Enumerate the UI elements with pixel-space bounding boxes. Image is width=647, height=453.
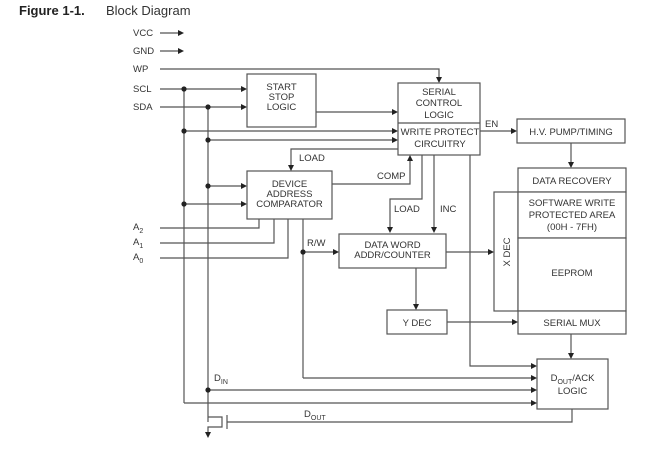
vcc-arrow-icon: [178, 30, 184, 36]
pin-vcc-label: VCC: [133, 28, 153, 39]
arrow-icon: [531, 387, 537, 393]
pin-a1-label: A1: [133, 237, 143, 250]
block-label: LOGIC: [424, 110, 454, 121]
arrow-icon: [392, 128, 398, 134]
inc-signal-label: INC: [440, 204, 457, 215]
block-label: STOP: [269, 92, 295, 103]
pin-scl-label: SCL: [133, 84, 151, 95]
block-label: DOUT/ACK: [551, 373, 595, 386]
arrow-icon: [241, 183, 247, 189]
figure-number: Figure 1-1.: [19, 3, 85, 18]
block-label: SOFTWARE WRITE: [529, 198, 616, 209]
serial-control-logic-block: [397, 82, 481, 156]
block-label: START: [266, 82, 296, 93]
data-word-addr-counter-block: [338, 233, 447, 269]
start-stop-logic-block: [246, 73, 317, 128]
write-protect-label: CIRCUITRY: [414, 139, 466, 150]
pin-wp-label: WP: [133, 64, 148, 75]
comp-wire: [332, 160, 411, 185]
dout-ack-logic-block: [536, 358, 609, 410]
junction-dot: [205, 104, 211, 110]
arrow-icon: [511, 128, 517, 134]
block-label: SERIAL: [422, 87, 456, 98]
arrow-icon: [568, 353, 574, 359]
eeprom-block: [517, 237, 627, 312]
arrow-icon: [392, 109, 398, 115]
block-label: Y DEC: [403, 318, 432, 329]
junction-dot: [205, 387, 211, 393]
pin-gnd-label: GND: [133, 46, 154, 57]
pin-a0-label: A0: [133, 252, 143, 265]
wp-arrow-icon: [436, 77, 442, 83]
transistor-channel: [207, 416, 223, 433]
wp-to-dout-wire: [469, 155, 532, 367]
device-address-comparator-block: [246, 170, 333, 220]
arrow-icon: [392, 137, 398, 143]
arrow-icon: [568, 162, 574, 168]
rw-signal-label: R/W: [307, 238, 326, 249]
block-label: ADDR/COUNTER: [354, 250, 431, 261]
arrow-icon: [531, 400, 537, 406]
arrow-icon: [512, 319, 518, 325]
junction-dot: [181, 128, 187, 134]
arrow-icon: [241, 201, 247, 207]
arrow-icon: [288, 165, 294, 171]
junction-dot: [181, 201, 187, 207]
junction-dot: [205, 137, 211, 143]
arrow-icon: [488, 249, 494, 255]
arrow-icon: [431, 227, 437, 233]
write-protect-label: WRITE PROTECT: [401, 127, 480, 138]
data-recovery-block: [517, 167, 627, 193]
figure-title: Block Diagram: [106, 3, 191, 18]
block-label: DEVICE: [272, 179, 307, 190]
arrow-icon: [531, 363, 537, 369]
block-label: ADDRESS: [267, 189, 313, 200]
block-label: LOGIC: [558, 386, 588, 397]
pin-sda-label: SDA: [133, 102, 153, 113]
arrow-icon: [531, 375, 537, 381]
comp-signal-label: COMP: [377, 171, 406, 182]
block-label: LOGIC: [267, 102, 297, 113]
block-label: PROTECTED AREA: [529, 210, 616, 221]
a0-wire: [160, 219, 289, 259]
block-label: DATA WORD: [364, 240, 420, 251]
load-signal-label: LOAD: [394, 204, 420, 215]
dout-signal-label: DOUT: [304, 409, 326, 422]
junction-dot: [300, 249, 306, 255]
block-label: COMPARATOR: [256, 199, 323, 210]
wp-wire: [160, 68, 440, 80]
a1-wire: [160, 219, 275, 244]
hv-pump-timing-block: [516, 118, 626, 144]
block-label: CONTROL: [416, 98, 462, 109]
block-label: H.V. PUMP/TIMING: [529, 127, 613, 138]
block-label: SERIAL MUX: [543, 318, 601, 329]
block-label: (00H - 7FH): [547, 222, 597, 233]
arrow-icon: [333, 249, 339, 255]
block-label: EEPROM: [551, 268, 592, 279]
arrow-icon: [407, 155, 413, 161]
load-top-wire: [290, 148, 398, 166]
junction-dot: [181, 86, 187, 92]
din-signal-label: DIN: [214, 373, 228, 386]
a2-wire: [160, 219, 260, 229]
arrow-icon: [413, 304, 419, 310]
en-signal-label: EN: [485, 119, 498, 130]
dout-wire: [227, 409, 573, 423]
gnd-arrow-icon: [178, 48, 184, 54]
x-dec-label: X DEC: [502, 237, 513, 266]
junction-dot: [205, 183, 211, 189]
arrow-icon: [387, 227, 393, 233]
sda-arrow-icon: [241, 104, 247, 110]
pin-a2-label: A2: [133, 222, 143, 235]
block-label: DATA RECOVERY: [532, 176, 612, 187]
serial-mux-block: [517, 310, 627, 335]
load-mid-wire: [389, 155, 423, 228]
x-dec-block: [493, 191, 519, 312]
ground-arrow-icon: [205, 432, 211, 438]
scl-arrow-icon: [241, 86, 247, 92]
load-signal-label: LOAD: [299, 153, 325, 164]
